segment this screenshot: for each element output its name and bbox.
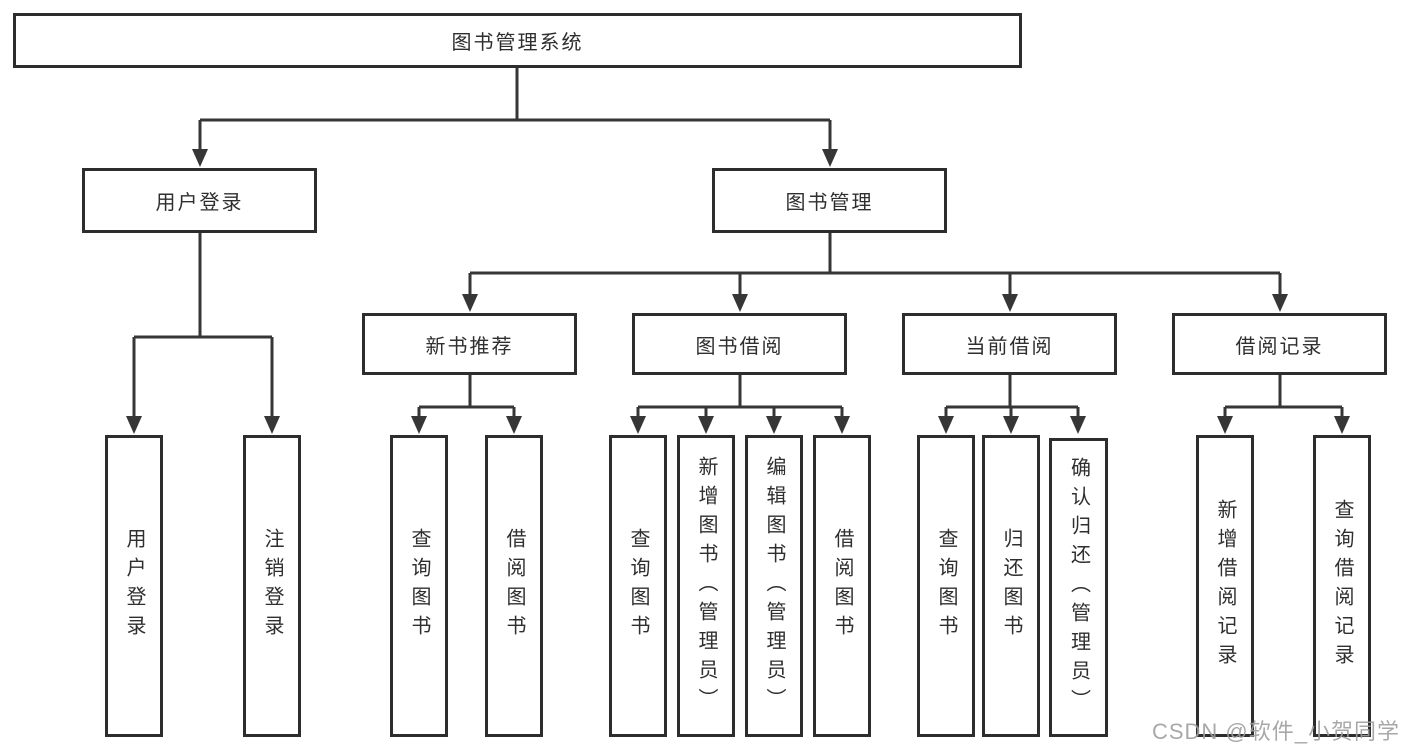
leaf-logout-label: 注销登录	[261, 528, 283, 644]
arrowhead-icon	[411, 416, 427, 434]
arrowhead-icon	[1002, 294, 1018, 312]
leaf-add-borrow-record: 新增借阅记录	[1196, 435, 1254, 737]
leaf-logout: 注销登录	[243, 435, 301, 737]
arrowhead-icon	[1217, 416, 1233, 434]
leaf-confirm-return-admin-label: 确认归还（管理员）	[1067, 457, 1090, 718]
node-borrow-records: 借阅记录	[1172, 313, 1387, 375]
arrowhead-icon	[698, 416, 714, 434]
leaf-borrow-query-books-label: 查询图书	[627, 528, 649, 644]
node-user-login-label: 用户登录	[155, 192, 244, 214]
leaf-borrow-books: 借阅图书	[813, 435, 871, 737]
leaf-recommend-query-books: 查询图书	[390, 435, 448, 737]
node-new-book-recommend-label: 新书推荐	[425, 335, 514, 358]
leaf-recommend-query-books-label: 查询图书	[408, 528, 430, 644]
leaf-return-books: 归还图书	[982, 435, 1040, 737]
node-book-management-label: 图书管理	[785, 192, 874, 214]
node-book-borrow-label: 图书借阅	[695, 335, 784, 358]
arrowhead-icon	[822, 149, 838, 167]
leaf-confirm-return-admin: 确认归还（管理员）	[1049, 438, 1108, 737]
node-new-book-recommend: 新书推荐	[362, 313, 577, 375]
leaf-query-borrow-record-label: 查询借阅记录	[1331, 499, 1353, 673]
node-current-borrow-label: 当前借阅	[965, 335, 1054, 358]
node-book-management: 图书管理	[712, 168, 947, 233]
node-borrow-records-label: 借阅记录	[1235, 335, 1324, 358]
leaf-add-borrow-record-label: 新增借阅记录	[1214, 499, 1236, 673]
arrowhead-icon	[126, 416, 142, 434]
node-user-login: 用户登录	[82, 168, 317, 233]
leaf-user-login-label: 用户登录	[123, 528, 145, 644]
csdn-watermark: CSDN @软件_小贺同学	[1151, 719, 1400, 744]
arrowhead-icon	[1334, 416, 1350, 434]
arrowhead-icon	[1272, 294, 1288, 312]
leaf-borrow-books-label: 借阅图书	[831, 528, 853, 644]
leaf-query-borrow-record: 查询借阅记录	[1313, 435, 1371, 737]
leaf-edit-books-admin-label: 编辑图书（管理员）	[763, 455, 785, 717]
leaf-edit-books-admin: 编辑图书（管理员）	[745, 435, 803, 737]
node-current-borrow: 当前借阅	[902, 313, 1117, 375]
arrowhead-icon	[732, 294, 748, 312]
node-book-borrow: 图书借阅	[632, 313, 847, 375]
arrowhead-icon	[630, 416, 646, 434]
leaf-add-books-admin-label: 新增图书（管理员）	[695, 455, 717, 717]
leaf-borrow-query-books: 查询图书	[609, 435, 667, 737]
arrowhead-icon	[938, 416, 954, 434]
arrowhead-icon	[506, 416, 522, 434]
node-root-label: 图书管理系统	[451, 32, 584, 54]
leaf-current-query-books: 查询图书	[917, 435, 975, 737]
leaf-return-books-label: 归还图书	[1000, 528, 1022, 644]
leaf-user-login: 用户登录	[105, 435, 163, 737]
arrowhead-icon	[192, 149, 208, 167]
node-root-system: 图书管理系统	[13, 13, 1022, 68]
leaf-recommend-borrow-books-label: 借阅图书	[503, 528, 525, 644]
arrowhead-icon	[264, 416, 280, 434]
arrowhead-icon	[834, 416, 850, 434]
leaf-recommend-borrow-books: 借阅图书	[485, 435, 543, 737]
arrowhead-icon	[1003, 416, 1019, 434]
arrowhead-icon	[766, 416, 782, 434]
leaf-add-books-admin: 新增图书（管理员）	[677, 435, 735, 737]
arrowhead-icon	[1070, 416, 1086, 434]
arrowhead-icon	[462, 294, 478, 312]
leaf-current-query-books-label: 查询图书	[935, 528, 957, 644]
